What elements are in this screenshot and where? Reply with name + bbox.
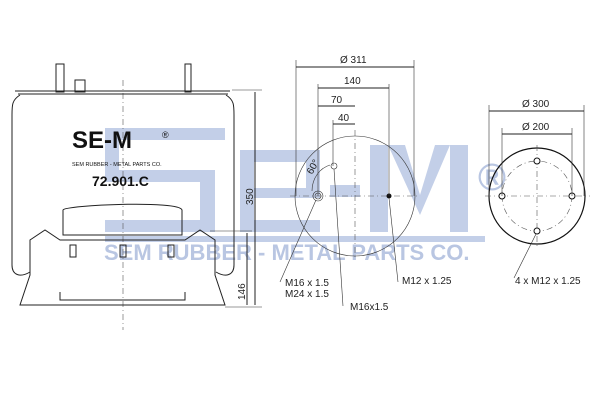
top-plate-view: Ø 311 140 70 40 60° M16 x 1.5 M24 x 1.5 … (279, 55, 452, 313)
diameter-300-label: Ø 300 (522, 99, 550, 110)
height-146-label: 146 (237, 283, 248, 300)
watermark: ® SEM RUBBER - METAL PARTS CO. (104, 128, 506, 265)
product-logo: SE-M ® SEM RUBBER - METAL PARTS CO. 72.9… (72, 127, 169, 189)
offset-70-label: 70 (331, 95, 343, 106)
diameter-200-label: Ø 200 (522, 122, 550, 133)
logo-registered: ® (162, 130, 169, 140)
watermark-logo (105, 128, 485, 242)
thread-m16-label: M16 x 1.5 (285, 278, 329, 289)
watermark-company: SEM RUBBER - METAL PARTS CO. (104, 240, 469, 265)
bolt-thread-label: 4 x M12 x 1.25 (515, 276, 581, 287)
height-350-label: 350 (245, 188, 256, 205)
logo-company: SEM RUBBER - METAL PARTS CO. (72, 162, 162, 168)
offset-140-label: 140 (344, 76, 361, 87)
bottom-plate-view: Ø 300 Ø 200 4 x M12 x 1.25 (485, 99, 590, 287)
thread-m12-label: M12 x 1.25 (402, 276, 452, 287)
side-view: 350 146 (11, 63, 262, 330)
offset-40-label: 40 (338, 113, 350, 124)
logo-text: SE-M (72, 127, 132, 154)
diameter-311-label: Ø 311 (340, 55, 367, 66)
thread-m24-label: M24 x 1.5 (285, 289, 329, 300)
thread-m16x15-label: M16x1.5 (350, 302, 389, 313)
part-number: 72.901.C (92, 173, 149, 189)
